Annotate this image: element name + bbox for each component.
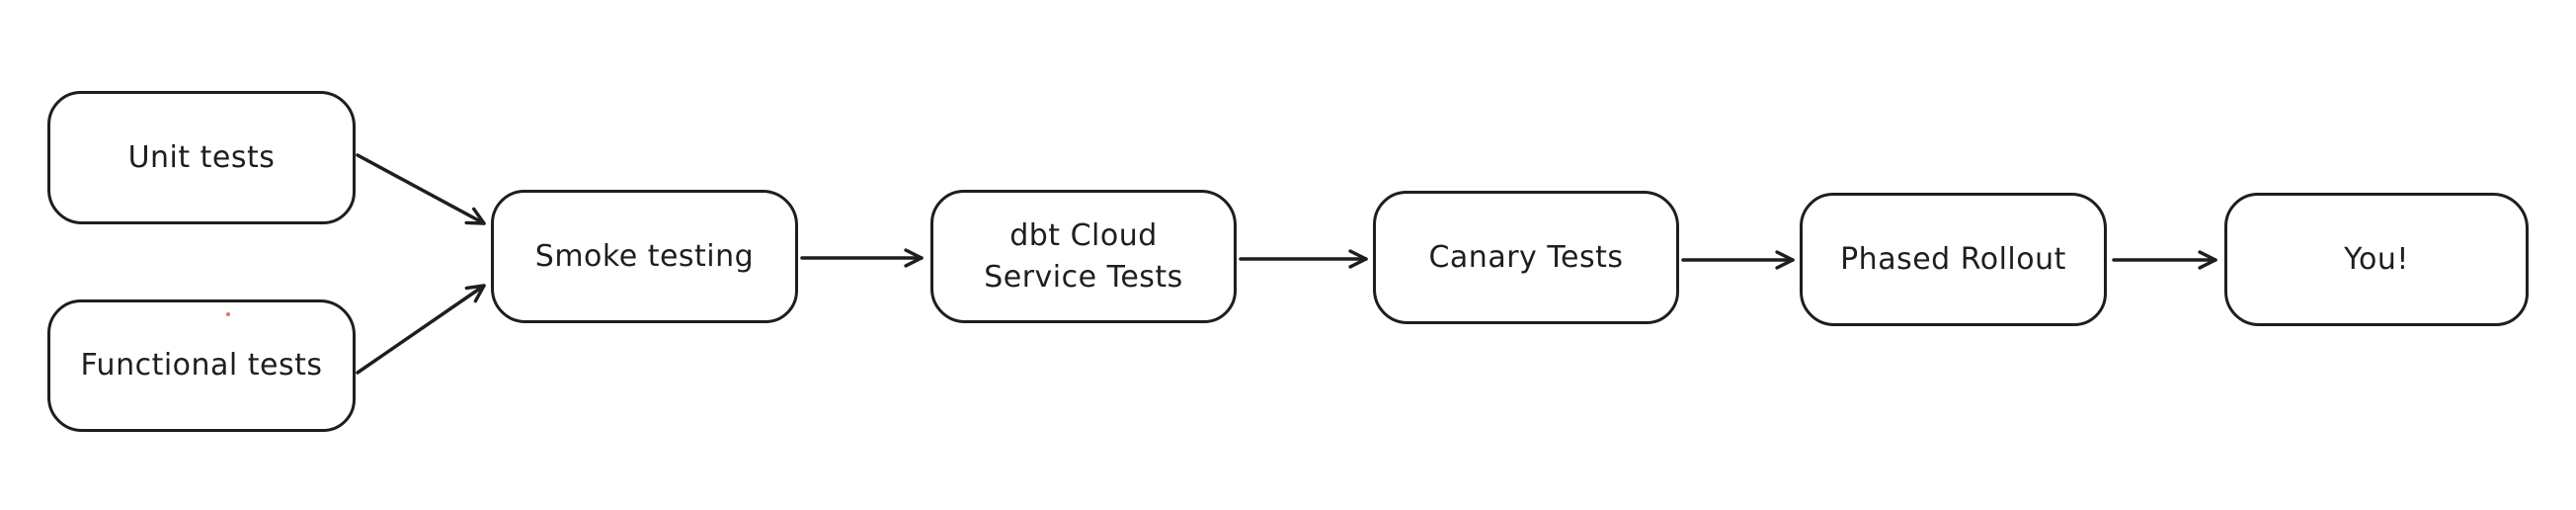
arrow-unit-tests-to-smoke-testing <box>356 153 486 225</box>
node-canary-tests-label: Canary Tests <box>1428 239 1624 275</box>
red-dot-artifact <box>226 312 230 316</box>
node-phased-rollout-label: Phased Rollout <box>1840 241 2066 277</box>
node-dbt-cloud-service-tests-label: dbt Cloud Service Tests <box>984 217 1183 295</box>
node-unit-tests: Unit tests <box>47 91 356 224</box>
node-canary-tests: Canary Tests <box>1373 191 1679 324</box>
node-you-label: You! <box>2344 241 2409 277</box>
arrow-functional-tests-to-smoke-testing <box>356 284 486 375</box>
node-smoke-testing: Smoke testing <box>491 190 798 323</box>
node-functional-tests-label: Functional tests <box>80 348 323 382</box>
node-unit-tests-label: Unit tests <box>127 139 276 175</box>
node-you: You! <box>2224 193 2529 326</box>
node-dbt-cloud-service-tests: dbt Cloud Service Tests <box>930 190 1237 323</box>
node-functional-tests: Functional tests <box>47 299 356 432</box>
node-smoke-testing-label: Smoke testing <box>534 238 755 274</box>
node-phased-rollout: Phased Rollout <box>1800 193 2107 326</box>
